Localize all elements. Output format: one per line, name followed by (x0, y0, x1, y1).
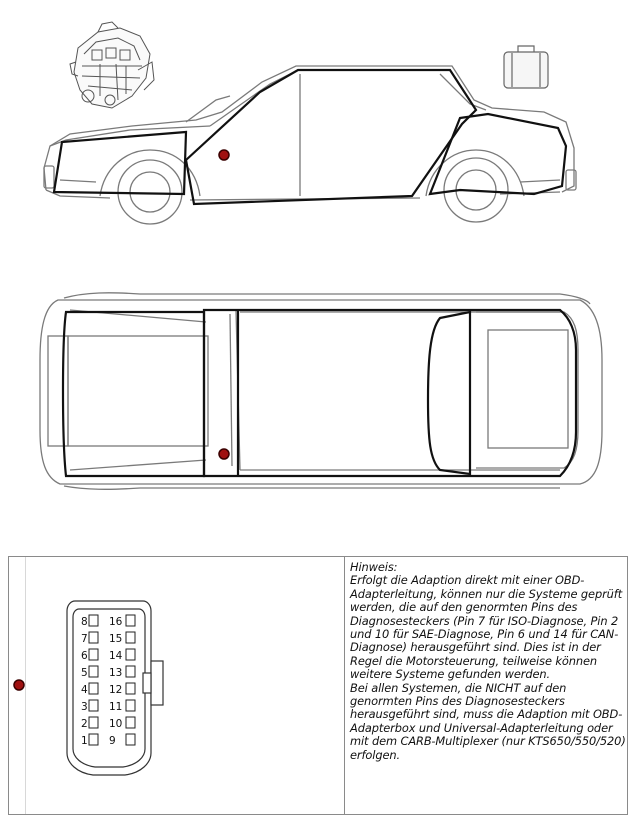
pin-socket-left (88, 665, 99, 678)
pin-label-left: 8 (81, 616, 88, 628)
engine-zone-top (61, 310, 206, 478)
pin-label-left: 7 (81, 633, 88, 645)
car-top-outline (39, 292, 603, 490)
pin-socket-right (125, 699, 136, 712)
connector-pins: 8 7 6 5 4 3 2 1 16 15 14 13 12 11 10 9 (81, 614, 136, 747)
engine-icon (69, 21, 155, 109)
pin-label-right: 9 (109, 735, 116, 747)
obd-connector-body (66, 600, 164, 776)
connector-location-marker (13, 679, 25, 691)
pin-label-right: 14 (109, 650, 123, 662)
pin-socket-right (125, 716, 136, 729)
pin-socket-right (125, 665, 136, 678)
hint-title: Hinweis: (350, 560, 398, 574)
pin-socket-left (88, 614, 99, 627)
diagnostic-socket-marker (218, 149, 230, 161)
pin-socket-right (125, 614, 136, 627)
hint-text-block: Hinweis: Erfolgt die Adaption direkt mit… (350, 560, 626, 762)
diagnostic-socket-marker-top (218, 448, 230, 460)
connector-hint-panel: 8 7 6 5 4 3 2 1 16 15 14 13 12 11 10 9 Hinweis: Erfolgt… (8, 556, 628, 815)
pin-label-right: 15 (109, 633, 122, 645)
pin-socket-left (88, 682, 99, 695)
pin-label-left: 6 (81, 650, 88, 662)
pin-socket-left (88, 648, 99, 661)
pin-label-right: 13 (109, 667, 122, 679)
pin-socket-right (125, 682, 136, 695)
pin-label-left: 2 (81, 718, 88, 730)
pin-socket-right (125, 733, 136, 746)
pin-label-right: 12 (109, 684, 122, 696)
pin-label-left: 4 (81, 684, 88, 696)
rear-window-top (426, 310, 472, 476)
suitcase-icon (503, 45, 549, 89)
car-top-view (39, 292, 603, 490)
pin-label-left: 1 (81, 735, 88, 747)
panel-gutter (25, 557, 26, 814)
trunk-zone (428, 112, 568, 196)
pin-socket-right (125, 631, 136, 644)
pin-socket-left (88, 631, 99, 644)
pin-socket-left (88, 716, 99, 729)
hint-paragraph-2: Bei allen Systemen, die NICHT auf den ge… (350, 680, 626, 762)
pin-label-right: 16 (109, 616, 123, 628)
hint-paragraph-1: Erfolgt die Adaption direkt mit einer OB… (350, 573, 623, 682)
pin-socket-left (88, 733, 99, 746)
pin-label-left: 5 (81, 667, 88, 679)
cabin-zone (184, 68, 478, 206)
cabin-zone-top (202, 308, 578, 478)
car-top-zones (61, 308, 578, 478)
panel-divider (344, 557, 345, 814)
car-side-zones (52, 68, 568, 206)
car-side-view (43, 21, 577, 225)
engine-zone (52, 130, 188, 196)
pin-label-right: 10 (109, 718, 122, 730)
pin-label-right: 11 (109, 701, 122, 713)
pin-socket-left (88, 699, 99, 712)
pin-label-left: 3 (81, 701, 88, 713)
pin-socket-right (125, 648, 136, 661)
obd-connector-diagram: 8 7 6 5 4 3 2 1 16 15 14 13 12 11 10 9 (13, 600, 164, 776)
